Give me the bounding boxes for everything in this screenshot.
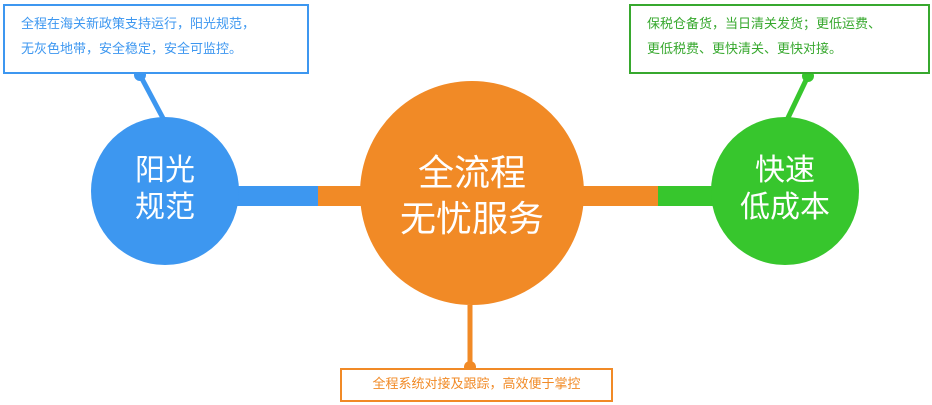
circle-center bbox=[360, 81, 584, 305]
circle-left-line1: 阳光 bbox=[135, 153, 195, 188]
callout-right: 保税仓备货，当日清关发货；更低运费、 更低税费、更快清关、更快对接。 bbox=[629, 4, 930, 74]
leader-left bbox=[137, 73, 168, 124]
circle-right-line2: 低成本 bbox=[740, 190, 830, 225]
connector-right-green bbox=[658, 186, 724, 206]
callout-right-line2: 更低税费、更快清关、更快对接。 bbox=[647, 42, 843, 57]
circle-left-line2: 规范 bbox=[135, 190, 195, 225]
circle-center-label: 全流程 无忧服务 bbox=[360, 151, 584, 243]
circle-left-label: 阳光 规范 bbox=[92, 152, 238, 226]
connector-right-orange bbox=[572, 186, 658, 206]
connector-left-blue bbox=[230, 186, 318, 206]
callout-left-line1: 全程在海关新政策支持运行，阳光规范， bbox=[21, 17, 256, 32]
callout-left-line2: 无灰色地带，安全稳定，安全可监控。 bbox=[21, 42, 243, 57]
callout-bottom-text: 全程系统对接及跟踪，高效便于掌控 bbox=[372, 377, 581, 392]
connector-left-orange bbox=[318, 186, 370, 206]
callout-left: 全程在海关新政策支持运行，阳光规范， 无灰色地带，安全稳定，安全可监控。 bbox=[3, 4, 309, 74]
callout-right-line1: 保税仓备货，当日清关发货；更低运费、 bbox=[647, 17, 882, 32]
circle-center-line2: 无忧服务 bbox=[399, 199, 544, 240]
circle-center-line1: 全流程 bbox=[417, 153, 526, 194]
circle-right-line1: 快速 bbox=[755, 153, 815, 188]
circle-left bbox=[91, 117, 239, 265]
circle-right bbox=[711, 117, 859, 265]
callout-bottom: 全程系统对接及跟踪，高效便于掌控 bbox=[340, 368, 613, 402]
circle-right-label: 快速 低成本 bbox=[712, 152, 858, 226]
leader-right bbox=[783, 74, 811, 124]
